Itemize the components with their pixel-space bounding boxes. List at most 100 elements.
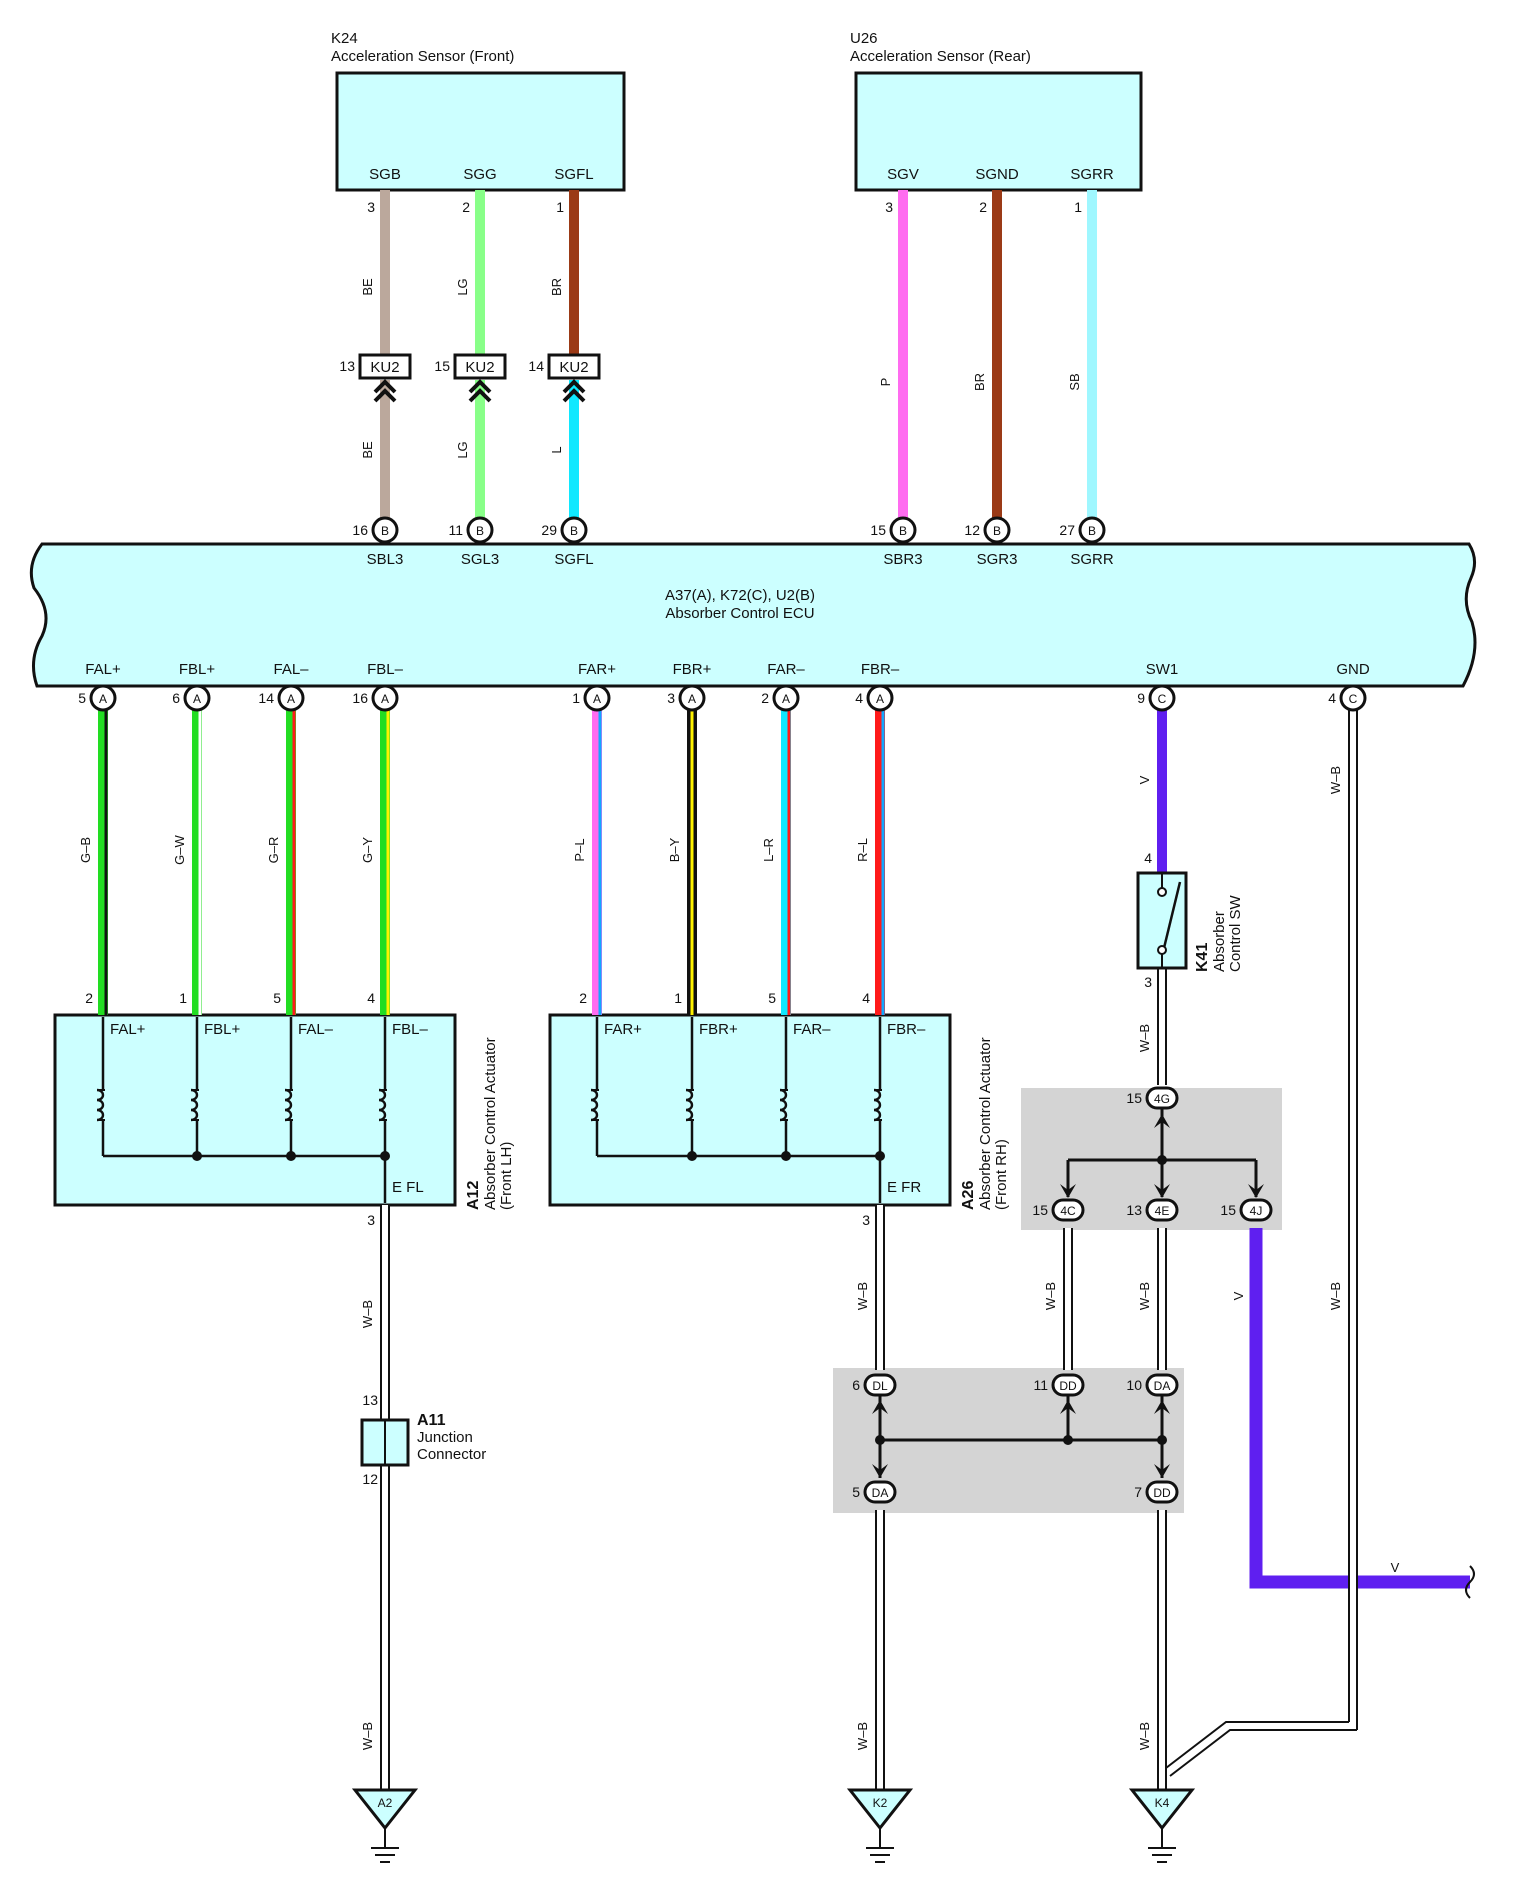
wires (98, 190, 1475, 1790)
svg-text:3: 3 (667, 690, 675, 706)
svg-text:SW1: SW1 (1146, 661, 1179, 678)
svg-text:Junction: Junction (417, 1429, 473, 1446)
svg-text:K41: K41 (1194, 943, 1211, 972)
svg-text:7: 7 (1134, 1484, 1142, 1500)
svg-text:FAR–: FAR– (767, 661, 805, 678)
svg-text:1: 1 (179, 990, 187, 1006)
ground-k4-icon: K4 (1128, 1788, 1196, 1863)
k24-sensor-box (335, 71, 626, 192)
svg-text:Connector: Connector (417, 1446, 486, 1463)
svg-text:LG: LG (455, 278, 470, 295)
svg-text:E FR: E FR (887, 1179, 921, 1196)
ku2-num-1: 13 (339, 358, 355, 374)
svg-text:6: 6 (852, 1377, 860, 1393)
svg-text:2: 2 (979, 199, 987, 215)
svg-text:L–R: L–R (761, 838, 776, 862)
ecu-code: A37(A), K72(C), U2(B) (665, 587, 815, 604)
svg-text:P–L: P–L (572, 838, 587, 861)
a26-label: A26 Absorber Control Actuator (Front RH) (960, 1037, 1010, 1210)
svg-text:A: A (688, 692, 696, 706)
svg-text:V: V (1137, 775, 1152, 784)
svg-text:5: 5 (768, 990, 776, 1006)
ku2-num-3: 14 (528, 358, 544, 374)
svg-text:A: A (782, 692, 790, 706)
svg-text:FAL+: FAL+ (110, 1021, 146, 1038)
svg-text:4: 4 (1328, 690, 1336, 706)
svg-text:A11: A11 (417, 1412, 446, 1429)
svg-text:V: V (1231, 1291, 1246, 1300)
svg-text:9: 9 (1137, 690, 1145, 706)
junction-dots (875, 1155, 1167, 1445)
svg-text:15: 15 (870, 522, 886, 538)
svg-text:1: 1 (556, 199, 564, 215)
svg-text:A: A (381, 692, 389, 706)
svg-text:C: C (1349, 692, 1358, 706)
svg-text:3: 3 (885, 199, 893, 215)
svg-text:3: 3 (367, 1212, 375, 1228)
svg-text:FBL–: FBL– (392, 1021, 429, 1038)
svg-text:B–Y: B–Y (667, 837, 682, 862)
a12-internals: FAL+ FBL+ FAL– FBL– 2 1 5 4 E FL 3 (85, 990, 428, 1228)
svg-text:W–B: W–B (855, 1722, 870, 1750)
svg-text:W–B: W–B (1043, 1282, 1058, 1310)
svg-text:4E: 4E (1155, 1204, 1170, 1218)
svg-text:2: 2 (761, 690, 769, 706)
svg-text:SGV: SGV (887, 166, 919, 183)
svg-text:SGL3: SGL3 (461, 551, 499, 568)
splice-connectors-lower: DL DD DA DA DD 6 11 10 5 7 (852, 1373, 1179, 1504)
svg-text:W–B: W–B (1137, 1722, 1152, 1750)
wire-break (1465, 1565, 1475, 1599)
ku2-id-2: KU2 (465, 359, 494, 376)
sensor-pins: SGB SGG SGFL SGV SGND SGRR 3 2 1 3 2 1 (367, 166, 1114, 215)
svg-text:(Front RH): (Front RH) (993, 1139, 1010, 1210)
svg-text:FBL–: FBL– (367, 661, 404, 678)
svg-text:Control SW: Control SW (1227, 894, 1244, 972)
svg-text:B: B (570, 524, 578, 538)
svg-text:C: C (1158, 692, 1167, 706)
ecu-name: Absorber Control ECU (665, 605, 814, 622)
svg-text:5: 5 (78, 690, 86, 706)
svg-text:B: B (381, 524, 389, 538)
svg-text:14: 14 (258, 690, 274, 706)
svg-text:A: A (193, 692, 201, 706)
svg-text:FBR+: FBR+ (673, 661, 712, 678)
svg-text:G–B: G–B (78, 837, 93, 863)
svg-text:DA: DA (1154, 1379, 1171, 1393)
svg-text:6: 6 (172, 690, 180, 706)
svg-text:FBL+: FBL+ (204, 1021, 241, 1038)
svg-text:(Front LH): (Front LH) (498, 1142, 515, 1210)
ku2-num-2: 15 (434, 358, 450, 374)
svg-text:FAR–: FAR– (793, 1021, 831, 1038)
svg-text:DL: DL (872, 1379, 888, 1393)
svg-text:V: V (1391, 1560, 1400, 1575)
svg-text:SBR3: SBR3 (883, 551, 922, 568)
svg-text:A12: A12 (465, 1181, 482, 1210)
svg-text:16: 16 (352, 690, 368, 706)
svg-text:4: 4 (862, 990, 870, 1006)
k41-label: K41 Absorber Control SW (1194, 894, 1244, 972)
a12-label: A12 Absorber Control Actuator (Front LH) (465, 1037, 515, 1210)
svg-text:BE: BE (360, 278, 375, 296)
svg-text:A26: A26 (960, 1181, 977, 1210)
svg-text:12: 12 (362, 1471, 378, 1487)
svg-text:DD: DD (1059, 1379, 1077, 1393)
ku2-id-1: KU2 (370, 359, 399, 376)
svg-text:W–B: W–B (1328, 766, 1343, 794)
svg-text:12: 12 (964, 522, 980, 538)
svg-text:FAL+: FAL+ (85, 661, 121, 678)
svg-text:W–B: W–B (360, 1300, 375, 1328)
svg-text:4: 4 (855, 690, 863, 706)
svg-text:1: 1 (1074, 199, 1082, 215)
svg-text:11: 11 (1033, 1377, 1048, 1393)
ecu-box (29, 542, 1477, 688)
svg-text:FAL–: FAL– (298, 1021, 334, 1038)
ecu-labels: SBL3 SGL3 SGFL SBR3 SGR3 SGRR A37(A), K7… (85, 551, 1370, 678)
svg-text:K4: K4 (1155, 1796, 1170, 1810)
svg-text:15: 15 (1220, 1202, 1236, 1218)
svg-text:FBR–: FBR– (861, 661, 900, 678)
svg-text:G–Y: G–Y (360, 837, 375, 863)
svg-text:1: 1 (572, 690, 580, 706)
u26-code: U26 (850, 30, 878, 47)
svg-text:A: A (287, 692, 295, 706)
svg-text:DA: DA (872, 1486, 889, 1500)
